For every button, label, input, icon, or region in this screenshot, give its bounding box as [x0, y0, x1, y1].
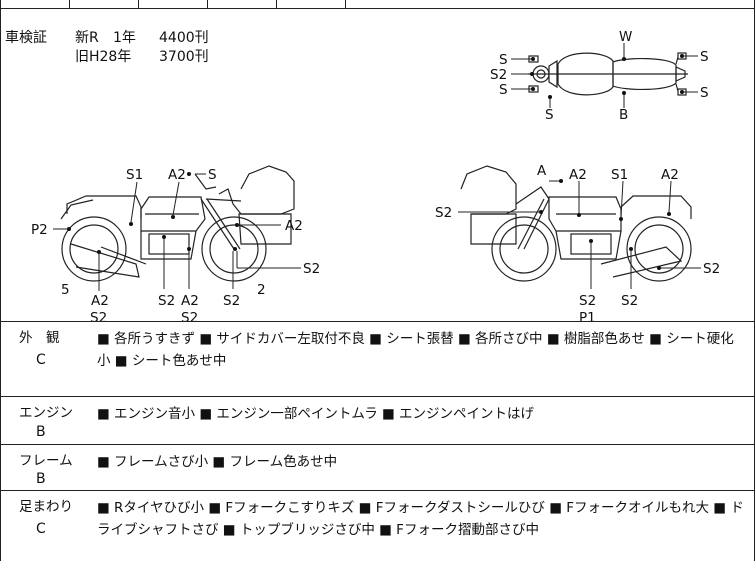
right-label-a2: A2	[661, 167, 679, 183]
left-label-a2: A2	[285, 218, 303, 234]
section-name: 外 観	[19, 330, 60, 346]
section-name: フレーム	[19, 453, 73, 469]
section-description: ■ Rタイヤひび小 ■ Fフォークこすりキズ ■ Fフォークダストシールひび ■…	[97, 500, 744, 538]
right-label-s2: S2	[621, 293, 638, 309]
overhead-label-s: S	[499, 82, 508, 98]
right-label-s2: S2	[435, 205, 452, 221]
left-label-s: S	[208, 167, 217, 183]
section-description: ■ 各所うすきず ■ サイドカバー左取付不良 ■ シート張替 ■ 各所さび中 ■…	[97, 331, 734, 369]
left-label-p2: P2	[31, 222, 48, 238]
right-side-markers	[539, 179, 671, 270]
left-label-a2: A2	[168, 167, 186, 183]
section-description: ■ フレームさび小 ■ フレーム色あせ中	[97, 454, 338, 470]
header-row-cut	[1, 0, 754, 9]
overhead-label-b: B	[619, 107, 628, 123]
overhead-label-s: S	[700, 49, 709, 65]
left-label-a2: A2	[91, 293, 109, 309]
right-label-s1: S1	[611, 167, 628, 183]
overhead-label-w: W	[619, 29, 632, 45]
section-grade: B	[36, 424, 46, 440]
left-label-5: 5	[61, 282, 70, 298]
left-side-leaders	[53, 173, 301, 291]
left-label-s2: S2	[90, 310, 107, 321]
registration-new-price: 4400刊	[159, 30, 209, 46]
right-label-p1: P1	[579, 310, 596, 321]
motorcycle-diagrams: S S2 S S W B S S	[31, 29, 720, 321]
registration-label: 車検証	[5, 30, 47, 46]
left-label-s2: S2	[223, 293, 240, 309]
section-name: 足まわり	[19, 499, 73, 515]
section-name: エンジン	[19, 405, 73, 421]
right-label-a: A	[537, 163, 547, 179]
left-label-2: 2	[257, 282, 266, 298]
overhead-label-s: S	[499, 52, 508, 68]
registration-old-price: 3700刊	[159, 49, 209, 65]
section-grade: C	[36, 352, 46, 368]
registration-new-type: 新R	[75, 30, 99, 46]
registration-old-type: 旧H28年	[75, 49, 132, 65]
right-label-a2: A2	[569, 167, 587, 183]
section-frame: フレーム B ■ フレームさび小 ■ フレーム色あせ中	[1, 445, 754, 491]
left-label-s2: S2	[303, 261, 320, 277]
section-grade: B	[36, 471, 46, 487]
section-suspension: 足まわり C ■ Rタイヤひび小 ■ Fフォークこすりキズ ■ Fフォークダスト…	[1, 491, 754, 561]
left-side-motorcycle	[60, 165, 295, 282]
left-side-markers	[67, 172, 239, 254]
section-exterior: 外 観 C ■ 各所うすきず ■ サイドカバー左取付不良 ■ シート張替 ■ 各…	[1, 322, 754, 397]
overhead-label-s: S	[700, 85, 709, 101]
section-description: ■ エンジン音小 ■ エンジン一部ペイントムラ ■ エンジンペイントはげ	[97, 406, 535, 422]
left-label-s1: S1	[126, 167, 143, 183]
right-label-s2: S2	[703, 261, 720, 277]
left-label-s2: S2	[158, 293, 175, 309]
overhead-label-s: S	[545, 107, 554, 123]
overhead-label-s2: S2	[490, 67, 507, 83]
section-engine: エンジン B ■ エンジン音小 ■ エンジン一部ペイントムラ ■ エンジンペイン…	[1, 397, 754, 445]
overhead-markers	[530, 54, 684, 99]
left-label-a2: A2	[181, 293, 199, 309]
right-side-leaders	[458, 180, 701, 289]
right-label-s2: S2	[579, 293, 596, 309]
right-side-motorcycle	[460, 165, 692, 282]
section-grade: C	[36, 521, 46, 537]
left-label-s2: S2	[181, 310, 198, 321]
overhead-leaders	[511, 43, 698, 108]
registration-new-age: 1年	[113, 30, 136, 46]
damage-diagram-panel: 車検証 新R 1年 4400刊 旧H28年 3700刊	[1, 9, 754, 322]
overhead-motorcycle	[528, 52, 688, 96]
